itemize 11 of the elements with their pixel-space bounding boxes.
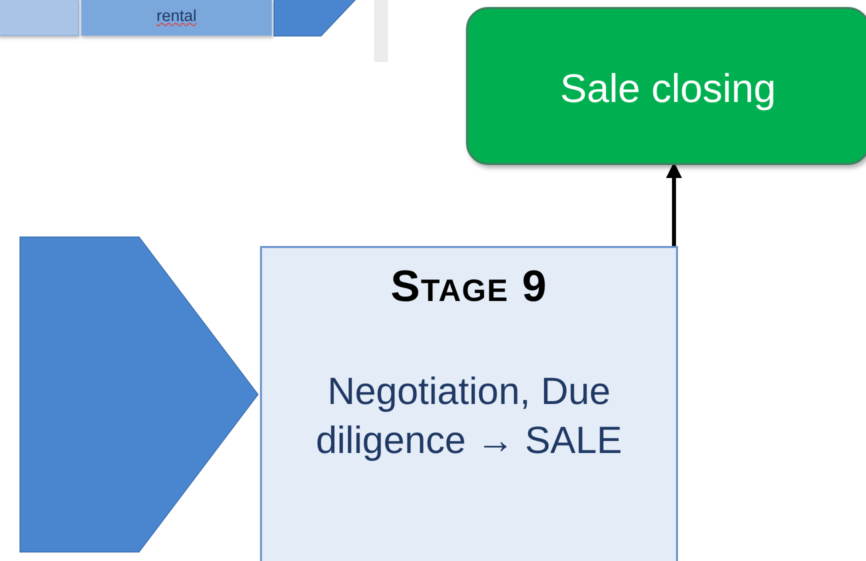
box-label: rental (156, 8, 197, 26)
stage-heading: Stage 9 (390, 262, 548, 312)
arrow (666, 162, 682, 246)
process-box (81, 0, 272, 36)
process-box (0, 0, 79, 36)
box-label: Sale closing (560, 67, 776, 112)
chevron-arrow (274, 0, 357, 36)
pentagon-arrow (20, 237, 258, 552)
stage-description: Negotiation, Due diligence → SALE (314, 370, 624, 464)
outcome-box (466, 7, 866, 165)
stage-box (260, 246, 678, 561)
